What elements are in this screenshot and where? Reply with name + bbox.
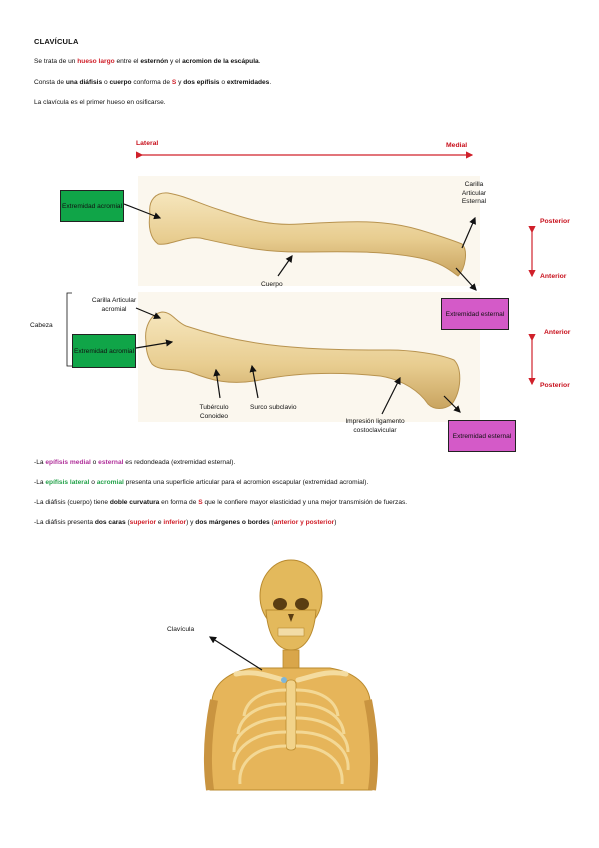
impresion-label: Impresión ligamento costoclavicular (345, 418, 405, 434)
skeleton-illustration (203, 559, 379, 791)
page-title: CLAVÍCULA (34, 37, 79, 46)
arrow-acromial-2 (135, 339, 174, 349)
cuerpo-label: Cuerpo (261, 281, 283, 288)
arrow-acromial-1 (123, 203, 162, 220)
anterior-top-label: Anterior (540, 273, 567, 280)
arrow-esternal-2 (443, 395, 461, 413)
box-extremidad-acromial-bottom: Extremidad acromial (72, 334, 136, 368)
bullet-3: -La diáfisis (cuerpo) tiene doble curvat… (34, 499, 408, 506)
box-extremidad-acromial-top: Extremidad acromial (60, 190, 124, 222)
arrow-clavicula-skeleton (208, 636, 263, 671)
cabeza-label: Cabeza (30, 322, 53, 329)
arrow-carilla-esternal (461, 216, 476, 249)
box-extremidad-esternal-bottom: Extremidad esternal (448, 420, 516, 452)
intro-line-2: Consta de una diáfisis o cuerpo conforma… (34, 79, 272, 86)
clavicle-top-view (148, 192, 466, 277)
clavicula-skeleton-label: Clavícula (167, 626, 195, 633)
arrow-cuerpo (277, 255, 293, 277)
posterior-top-label: Posterior (540, 218, 570, 225)
bullet-4: -La diáfisis presenta dos caras (superio… (34, 519, 337, 526)
arrow-surco (249, 364, 259, 399)
intro-line-1: Se trata de un hueso largo entre el este… (34, 58, 261, 65)
arrow-impresion (381, 376, 401, 415)
cabeza-bracket (66, 292, 72, 367)
arrow-carilla-acromial (135, 307, 162, 320)
tuberculo-label: Tubérculo Conoideo (199, 404, 229, 420)
bullet-1: -La epífisis medial o esternal es redond… (34, 459, 236, 466)
surco-label: Surco subclavio (250, 404, 297, 411)
lateral-label: Lateral (136, 140, 159, 147)
box-extremidad-esternal-top: Extremidad esternal (441, 298, 509, 330)
carilla-esternal-label: Carilla Articular Esternal (461, 181, 487, 205)
arrow-tuberculo (213, 368, 221, 399)
medial-label: Medial (446, 142, 468, 149)
bullet-2: -La epífisis lateral o acromial presenta… (34, 479, 369, 486)
posterior-bottom-label: Posterior (540, 382, 570, 389)
anterior-bottom-label: Anterior (544, 329, 571, 336)
intro-line-3: La clavícula es el primer hueso en osifi… (34, 99, 166, 106)
arrow-esternal-1 (455, 267, 477, 291)
carilla-acromial-label: Carilla Articular acromial (91, 297, 137, 313)
